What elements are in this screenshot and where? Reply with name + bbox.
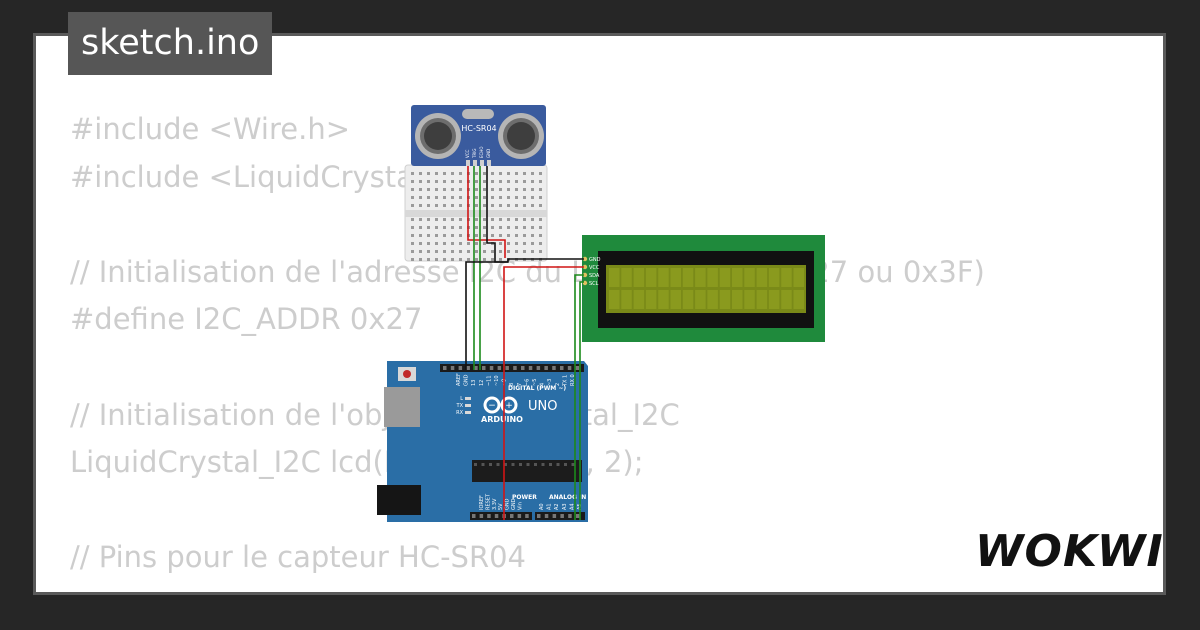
sensor-pin-label: VCC: [465, 149, 470, 158]
code-line: #include <Wire.h>: [70, 112, 351, 146]
lcd-pin-label: SDA: [589, 273, 600, 279]
arduino-logo: − +: [483, 396, 518, 414]
wires: [465, 166, 584, 520]
wire-lcd-sda: [574, 274, 584, 520]
sensor-pin-label: GND: [486, 149, 491, 158]
file-name: sketch.ino: [81, 23, 260, 63]
breadboard: [404, 164, 548, 262]
lcd-pin-label: VCC: [589, 265, 600, 271]
board-led-label: TX: [456, 403, 464, 409]
sensor-pin: [487, 160, 491, 166]
power-pin-label: GND: [505, 498, 511, 510]
analog-pin-label: A0: [539, 503, 545, 510]
power-pin-label: GND: [511, 498, 517, 510]
preview-card: #include <Wire.h>#include <LiquidCrystal…: [33, 33, 1166, 595]
svg-text:−: −: [488, 401, 496, 411]
digital-pin-label: TX 1: [562, 375, 568, 387]
arduino-uno: − + UNO ARDUINO DIGITAL (PWM ~) POWER AN…: [377, 361, 588, 522]
power-pin-label: Vin: [517, 502, 523, 510]
digital-pin-label: ~11: [486, 375, 492, 386]
lcd-pin: [582, 272, 588, 278]
analog-header-label: ANALOG IN: [549, 494, 586, 501]
lcd-pin: [582, 256, 588, 262]
board-led-label: L: [460, 396, 463, 402]
digital-pin-label: GND: [464, 374, 470, 386]
code-line: const int trigPin = 9;: [70, 582, 985, 592]
board-led-label: RX: [456, 410, 463, 416]
power-header-label: POWER: [512, 494, 537, 501]
analog-pin-label: A1: [547, 503, 553, 510]
power-pin-label: IOREF: [479, 495, 485, 510]
code-line: // Pins pour le capteur HC-SR04: [70, 540, 526, 575]
lcd-pin: [582, 264, 588, 270]
digital-pin-label: RX 0: [570, 374, 576, 386]
sensor-label: HC-SR04: [461, 124, 496, 133]
wire-lcd-scl: [579, 281, 584, 520]
analog-pin-label: A3: [562, 503, 568, 510]
lcd-display: GND VCC SDA SCL: [582, 235, 825, 342]
sensor-pin-label: ECHO: [479, 147, 484, 158]
digital-pin-label: 12: [479, 380, 485, 386]
board-led: [465, 411, 471, 414]
digital-pin-label: 4: [540, 383, 546, 386]
sensor-pin: [466, 160, 470, 166]
svg-text:+: +: [505, 401, 513, 411]
lcd-pin-label: SCL: [589, 281, 599, 287]
digital-pin-label: AREF: [456, 373, 462, 386]
wokwi-logo: WOKWI: [975, 526, 1164, 577]
power-pin-label: 3.3V: [492, 498, 498, 510]
digital-pin-label: 2: [555, 383, 561, 386]
board-led: [465, 404, 471, 407]
analog-pin-label: A2: [554, 503, 560, 510]
digital-pin-label: ~10: [494, 375, 500, 386]
power-pin-label: RESET: [485, 493, 491, 510]
arduino-brand: ARDUINO: [481, 415, 523, 424]
lcd-pin-label: GND: [589, 257, 601, 263]
arduino-model: UNO: [528, 399, 557, 414]
analog-pin-label: A4: [569, 503, 575, 510]
sensor-pin: [473, 160, 477, 166]
digital-pin-label: 13: [471, 380, 477, 386]
board-led: [465, 397, 471, 400]
sensor-pin-label: TRIG: [472, 148, 477, 159]
code-line: #define I2C_ADDR 0x27: [70, 302, 423, 337]
wire-lcd-vcc: [503, 266, 584, 520]
digital-pin-label: ~3: [547, 379, 553, 386]
digital-pin-label: ~5: [532, 379, 538, 386]
sensor-pin: [480, 160, 484, 166]
digital-pin-label: 8: [509, 383, 515, 386]
file-tab[interactable]: sketch.ino: [68, 12, 273, 75]
wire-lcd-gnd: [465, 258, 584, 370]
digital-pin-label: ~6: [524, 379, 530, 386]
power-pin-label: 5V: [498, 503, 504, 510]
digital-header-label: DIGITAL (PWM ~): [508, 385, 566, 392]
digital-pin-label: 7: [517, 383, 523, 386]
